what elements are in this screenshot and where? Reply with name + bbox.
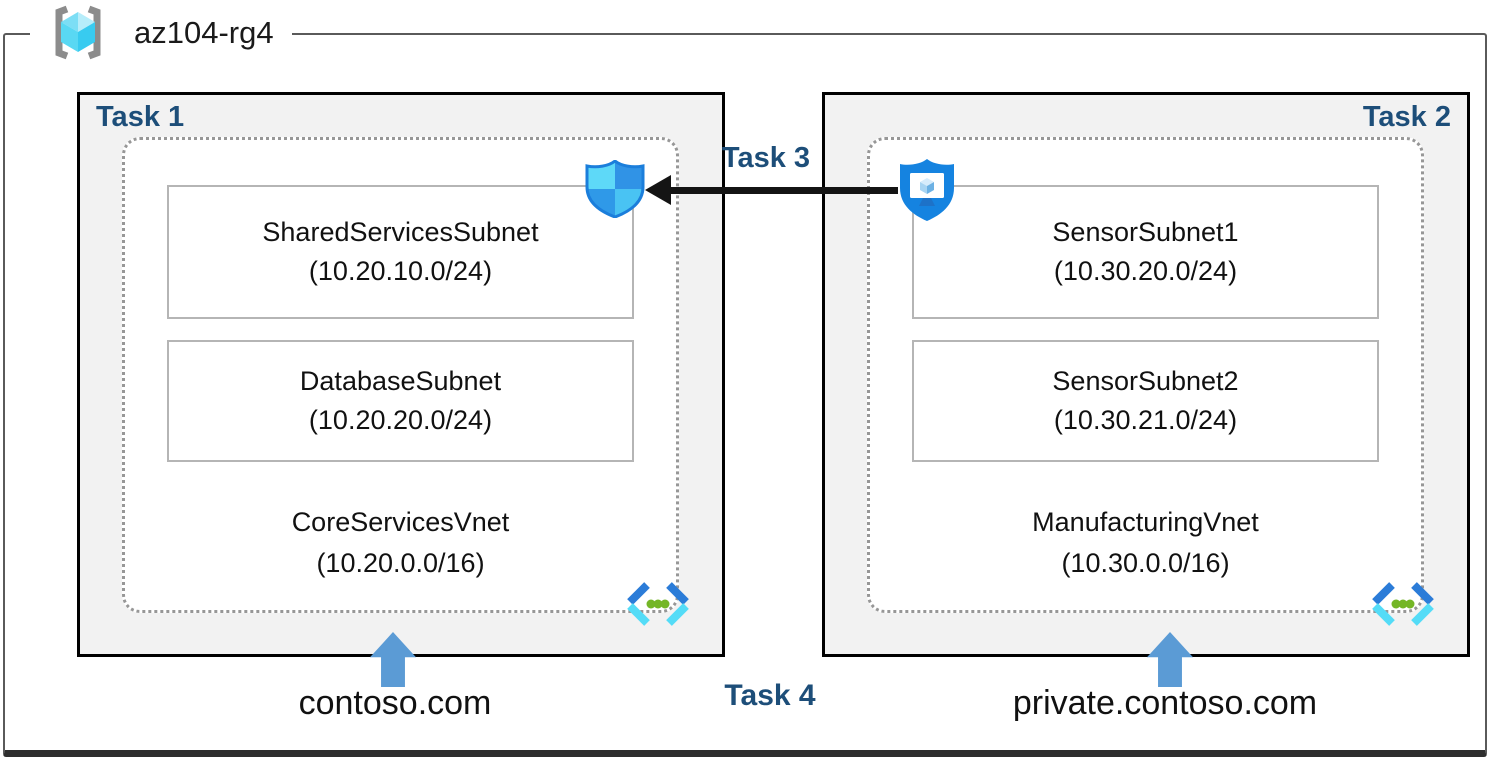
core-services-vnet-boundary: SharedServicesSubnet (10.20.10.0/24) Dat… (122, 137, 689, 626)
subnet-name: DatabaseSubnet (299, 365, 502, 396)
subnet-name: SensorSubnet1 (1052, 216, 1239, 247)
subnet-cidr: (10.20.20.0/24) (308, 405, 493, 435)
virtual-network-icon (1371, 582, 1435, 626)
subnet-box-sensor2: SensorSubnet2 (10.30.21.0/24) (912, 340, 1379, 462)
task3-label: Task 3 (721, 142, 811, 174)
resource-group-boundary (3, 33, 1487, 757)
task1-label: Task 1 (96, 101, 185, 133)
vnet-cidr: (10.30.0.0/16) (1061, 547, 1230, 578)
task4-label: Task 4 (724, 679, 816, 712)
vnet-cidr: (10.20.0.0/16) (316, 547, 485, 578)
peering-arrow-shaft (666, 187, 898, 194)
vnet-name-label: ManufacturingVnet (10.30.0.0/16) (870, 502, 1421, 583)
task2-label: Task 2 (1362, 101, 1451, 133)
peering-arrow-head-icon (645, 175, 671, 205)
manufacturing-vnet-boundary: SensorSubnet1 (10.30.20.0/24) SensorSubn… (867, 137, 1434, 626)
subnet-cidr: (10.20.10.0/24) (308, 256, 493, 286)
vnet-name: ManufacturingVnet (1032, 507, 1259, 537)
dns-zone-label-private-contoso: private.contoso.com (1012, 684, 1318, 722)
subnet-box-sensor1: SensorSubnet1 (10.30.20.0/24) (912, 185, 1379, 319)
subnet-cidr: (10.30.20.0/24) (1053, 256, 1238, 286)
task2-vnet-box: Task 2 SensorSubnet1 (10.30.20.0/24) Sen… (822, 92, 1470, 657)
vnet-name-label: CoreServicesVnet (10.20.0.0/16) (125, 502, 676, 583)
resource-group-icon (48, 4, 108, 62)
virtual-network-icon (626, 582, 690, 626)
bastion-shield-monitor-icon (897, 157, 957, 228)
subnet-name: SensorSubnet2 (1052, 365, 1239, 396)
resource-group-header: az104-rg4 (30, 0, 292, 66)
dns-zone-label-contoso: contoso.com (298, 684, 492, 722)
subnet-cidr: (10.30.21.0/24) (1053, 405, 1238, 435)
subnet-box-database: DatabaseSubnet (10.20.20.0/24) (167, 340, 634, 462)
subnet-box-shared-services: SharedServicesSubnet (10.20.10.0/24) (167, 185, 634, 319)
vnet-name: CoreServicesVnet (291, 507, 510, 537)
resource-group-name: az104-rg4 (134, 15, 274, 50)
network-security-group-shield-icon (584, 159, 646, 223)
subnet-name: SharedServicesSubnet (262, 216, 539, 247)
